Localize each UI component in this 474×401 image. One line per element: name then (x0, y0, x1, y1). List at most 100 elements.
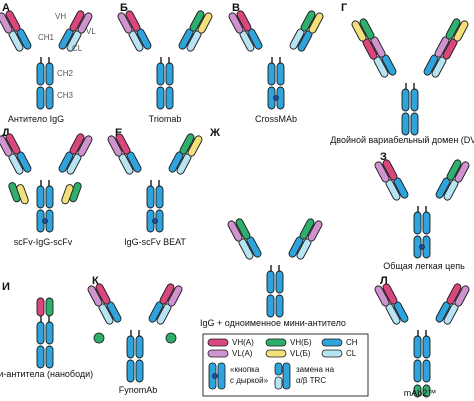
panel-b: Б Triomab (117, 2, 213, 124)
panel-i-antibody-ch-left-2 (36, 321, 45, 345)
panel-a-letter: А (2, 2, 10, 14)
panel-b-antibody-arm-left-vl (117, 12, 133, 34)
panel-e-antibody-ch-left-2 (146, 185, 155, 209)
panel-zh: Ж IgG + одноименное мини-антитело (200, 127, 346, 328)
panel-d-antibody-arm-right-vh (69, 133, 85, 155)
panel-l-antibody (374, 283, 470, 398)
panel-a-antibody-arm-left-vh (5, 10, 21, 32)
panel-v-antibody-knob-icon (273, 95, 279, 101)
panel-e-antibody-arm-left-vl (107, 135, 123, 157)
panel-k-antibody-arm-right-vh (159, 283, 175, 305)
panel-zh-caption: IgG + одноименное мини-антитело (200, 318, 346, 328)
panel-v-antibody-ch-left-2 (267, 62, 276, 86)
panel-v-caption: CrossMAb (255, 114, 297, 124)
panel-d-antibody-scfv-r-vl (61, 184, 74, 205)
panel-d-caption: scFv-IgG-scFv (14, 237, 73, 247)
panel-l-antibody-tail-l (413, 384, 422, 398)
panel-a-antibody-arm-left-vl (0, 12, 13, 34)
legend-knob-line1: «кнопка (230, 365, 260, 374)
label-ch2: CH2 (57, 69, 74, 78)
panel-l-antibody-arm-left-vl (374, 285, 390, 307)
legend-vl-a: VL(A) (232, 349, 253, 358)
panel-v-antibody-arm-left-vl (228, 12, 244, 34)
panel-g-antibody (351, 18, 469, 136)
panel-zh-antibody-arm-left-vl (227, 220, 243, 242)
panel-z-caption: Общая легкая цепь (383, 261, 465, 271)
panel-d-antibody-arm-left-vl (0, 135, 13, 157)
panel-e-antibody-knob-icon (152, 218, 158, 224)
panel-z-antibody-arm-right-vl (454, 161, 470, 183)
panel-d-letter: Д (2, 127, 10, 139)
panel-a: А VH VL CH1 CL CH2 CH3 Антитело IgG (0, 2, 96, 124)
panel-b-antibody-arm-right-vh (189, 10, 205, 32)
panel-v-letter: В (232, 2, 240, 14)
panel-l-antibody-ch-left-3 (413, 359, 422, 383)
panel-l-antibody-tail-r (422, 384, 431, 398)
label-ch3: CH3 (57, 91, 74, 100)
panel-e: Е IgG-scFv BEAT (107, 127, 203, 247)
panel-k-antibody-ch-left-2 (126, 335, 135, 359)
panel-d-antibody-knob-icon (42, 218, 48, 224)
panel-i-letter: И (2, 281, 10, 293)
panel-g-antibody-arm-right-vl2 (453, 20, 469, 42)
panel-v-antibody-arm-left-vh (236, 10, 252, 32)
panel-d-antibody-arm-left-vh (5, 133, 21, 155)
panel-i-antibody-ch-right-3 (45, 345, 54, 369)
panel-v-antibody-arm-right-vl (308, 12, 324, 34)
panel-i-antibody-vhh-r (45, 297, 54, 317)
panel-b-caption: Triomab (149, 114, 182, 124)
panel-k-antibody-fynomer-right (165, 332, 177, 344)
label-cl: CL (72, 44, 83, 53)
panel-e-letter: Е (115, 127, 122, 139)
panel-z: З Общая легкая цепь (374, 151, 470, 271)
panel-g-antibody-ch-left-3 (401, 112, 410, 136)
panel-z-antibody-knob-icon (419, 244, 425, 250)
legend-knob-hole-icon (208, 362, 226, 390)
panel-a-antibody-arm-right-vh (69, 10, 85, 32)
panel-z-antibody-arm-left-vl (374, 161, 390, 183)
panel-g-caption: Двойной вариабельный домен (DVD) (330, 135, 474, 145)
legend-swap-line2: α/β TRC (296, 376, 326, 385)
panel-g-antibody-arm-left-vl2 (351, 20, 367, 42)
panel-l-antibody-ch-right-3 (422, 359, 431, 383)
panel-d-antibody-ch-right-2 (45, 185, 54, 209)
panel-d-antibody-ch-left-2 (36, 185, 45, 209)
panel-a-antibody-arm-right-vl (77, 12, 93, 34)
panel-zh-antibody-ch-left-2 (266, 270, 275, 294)
panel-zh-letter: Ж (209, 127, 220, 139)
panel-l-antibody-ch-left-2 (413, 335, 422, 359)
panel-e-antibody (107, 133, 203, 233)
legend-swatch-vl-a (207, 349, 229, 358)
panel-i-antibody-ch-right-2 (45, 321, 54, 345)
label-vh: VH (55, 12, 66, 21)
panel-i-antibody (36, 297, 54, 369)
panel-a-antibody (0, 10, 93, 110)
panel-z-antibody-ch-left-2 (413, 211, 422, 235)
panel-d-antibody-scfv-l-vl (16, 184, 29, 205)
panel-i-antibody-vhh-l (36, 297, 45, 317)
panel-b-antibody-ch-left-3 (156, 86, 165, 110)
panel-a-antibody-ch-right-3 (45, 86, 54, 110)
panel-i-antibody-ch-left-3 (36, 345, 45, 369)
panel-a-caption: Антитело IgG (8, 114, 64, 124)
panel-l-caption: mAb2™ (404, 388, 437, 398)
panel-l-antibody-arm-right-vh (446, 283, 462, 305)
panel-e-antibody-arm-right-vl (187, 135, 203, 157)
panel-v-antibody-arm-right-vh (300, 10, 316, 32)
panel-k-antibody-arm-left-vh (95, 283, 111, 305)
panel-b-antibody-arm-left-vh (125, 10, 141, 32)
panel-a-antibody-ch-left-2 (36, 62, 45, 86)
legend-swatch-vl-b (265, 349, 287, 358)
panel-b-antibody-arm-right-vl (197, 12, 213, 34)
panel-g-antibody-arm-right-vh2 (445, 18, 461, 40)
legend-swatch-ch (321, 338, 343, 347)
panel-zh-antibody-ch-left-3 (266, 294, 275, 318)
panel-z-antibody-arm-left-vh (382, 159, 398, 181)
panel-l-antibody-arm-left-vh (382, 283, 398, 305)
legend-swatch-cl (321, 349, 343, 358)
panel-g-antibody-ch-right-2 (410, 88, 419, 112)
label-ch1: CH1 (38, 33, 55, 42)
panel-b-antibody-ch-right-3 (165, 86, 174, 110)
panel-b-antibody (117, 10, 213, 110)
